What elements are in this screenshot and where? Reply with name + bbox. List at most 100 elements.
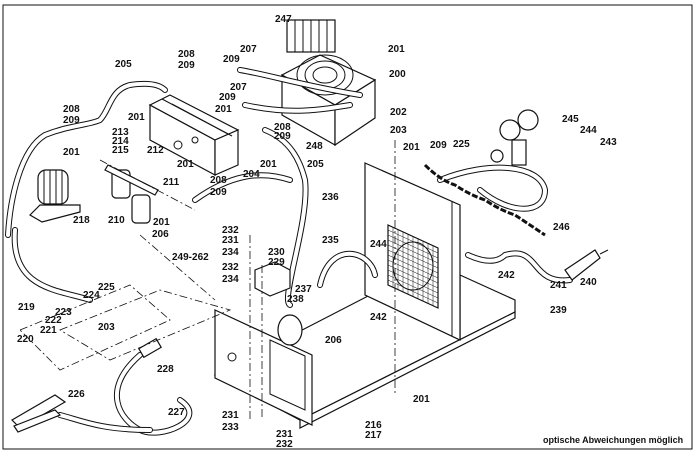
- part-label: 239: [550, 305, 567, 316]
- part-label: 205: [307, 159, 324, 170]
- cables: [5, 67, 573, 436]
- disclaimer-caption: optische Abweichungen möglich: [543, 435, 683, 445]
- grille-line: [387, 269, 439, 294]
- part-label: 215: [112, 145, 129, 156]
- part-label: 226: [68, 389, 85, 400]
- part-label: 208: [178, 49, 195, 60]
- part-label: 205: [115, 59, 132, 70]
- grille-line: [387, 249, 439, 274]
- part-label: 200: [389, 69, 406, 80]
- part-label: 209: [178, 60, 195, 71]
- part-label: 209: [274, 131, 291, 142]
- part-label: 245: [562, 114, 579, 125]
- part-label: 248: [306, 141, 323, 152]
- part-label: 213: [112, 127, 129, 138]
- part-label: 208: [274, 122, 291, 133]
- part-label: 201: [153, 217, 170, 228]
- part-label: 209: [219, 92, 236, 103]
- part-label: 236: [322, 192, 339, 203]
- mains-plug: [564, 249, 609, 281]
- rectifier-heatsink: [148, 94, 240, 177]
- part-label: 201: [177, 159, 194, 170]
- part-label: 208: [63, 104, 80, 115]
- part-label: 204: [243, 169, 260, 180]
- part-label: 224: [83, 290, 100, 301]
- part-label: 203: [98, 322, 115, 333]
- capacitors: [104, 164, 159, 224]
- part-label: 207: [230, 82, 247, 93]
- grille-line: [387, 254, 439, 279]
- part-label: 209: [210, 187, 227, 198]
- grille-line: [387, 284, 439, 309]
- grille-line: [387, 244, 439, 269]
- part-label: 211: [163, 177, 180, 188]
- part-label: 241: [550, 280, 567, 291]
- choke-coil: [29, 169, 81, 223]
- pressure-regulator: [490, 109, 539, 166]
- part-label: 201: [128, 112, 145, 123]
- part-label: 246: [553, 222, 570, 233]
- part-label: 201: [413, 394, 430, 405]
- part-label: 216: [365, 420, 382, 431]
- part-label: 222: [45, 315, 62, 326]
- twisted-wire: [423, 163, 546, 237]
- grille-line: [387, 239, 439, 264]
- part-label: 201: [215, 104, 232, 115]
- grille-line: [387, 264, 439, 289]
- assembly-guides: [19, 140, 396, 420]
- part-label: 225: [453, 139, 470, 150]
- relay-box: [254, 261, 291, 297]
- part-label: 237: [295, 284, 312, 295]
- part-label: 220: [17, 334, 34, 345]
- part-label: 232: [222, 225, 239, 236]
- part-label: 231: [276, 429, 293, 440]
- part-label: 201: [403, 142, 420, 153]
- grille-line: [387, 234, 439, 259]
- part-label: 228: [157, 364, 174, 375]
- part-label: 212: [147, 145, 164, 156]
- part-label: 231: [222, 410, 239, 421]
- diagram-frame: [2, 4, 693, 450]
- part-label: 249-262: [172, 252, 209, 263]
- fan-grille: [387, 224, 439, 309]
- part-label: 221: [40, 325, 57, 336]
- part-label: 232: [276, 439, 293, 450]
- part-label: 208: [210, 175, 227, 186]
- part-label: 240: [580, 277, 597, 288]
- part-label: 210: [108, 215, 125, 226]
- part-label: 206: [325, 335, 342, 346]
- part-label: 203: [390, 125, 407, 136]
- part-label: 229: [268, 257, 285, 268]
- part-label: 201: [63, 147, 80, 158]
- part-label: 232: [222, 262, 239, 273]
- front-panel: [214, 309, 313, 426]
- socket: [277, 314, 303, 346]
- part-label: 209: [223, 54, 240, 65]
- part-label: 218: [73, 215, 90, 226]
- part-label: 214: [112, 136, 129, 147]
- earth-clamp: [11, 394, 67, 433]
- part-labels: 247 208 209 205 209 207 207 209 201 201 …: [17, 14, 617, 450]
- part-label: 234: [222, 247, 239, 258]
- part-label: 207: [240, 44, 257, 55]
- part-label: 247: [275, 14, 292, 25]
- part-label: 217: [365, 430, 382, 441]
- part-label: 231: [222, 235, 239, 246]
- part-label: 235: [322, 235, 339, 246]
- part-label: 202: [390, 107, 407, 118]
- part-label: 244: [580, 125, 597, 136]
- part-label: 223: [55, 307, 72, 318]
- torch-plug: [138, 337, 162, 359]
- grille-line: [387, 224, 439, 249]
- part-label: 234: [222, 274, 239, 285]
- part-label: 238: [287, 294, 304, 305]
- part-label: 242: [370, 312, 387, 323]
- grille-line: [387, 279, 439, 304]
- part-label: 209: [63, 115, 80, 126]
- part-label: 201: [260, 159, 277, 170]
- part-label: 233: [222, 422, 239, 433]
- part-label: 227: [168, 407, 185, 418]
- part-label: 201: [388, 44, 405, 55]
- part-label: 230: [268, 247, 285, 258]
